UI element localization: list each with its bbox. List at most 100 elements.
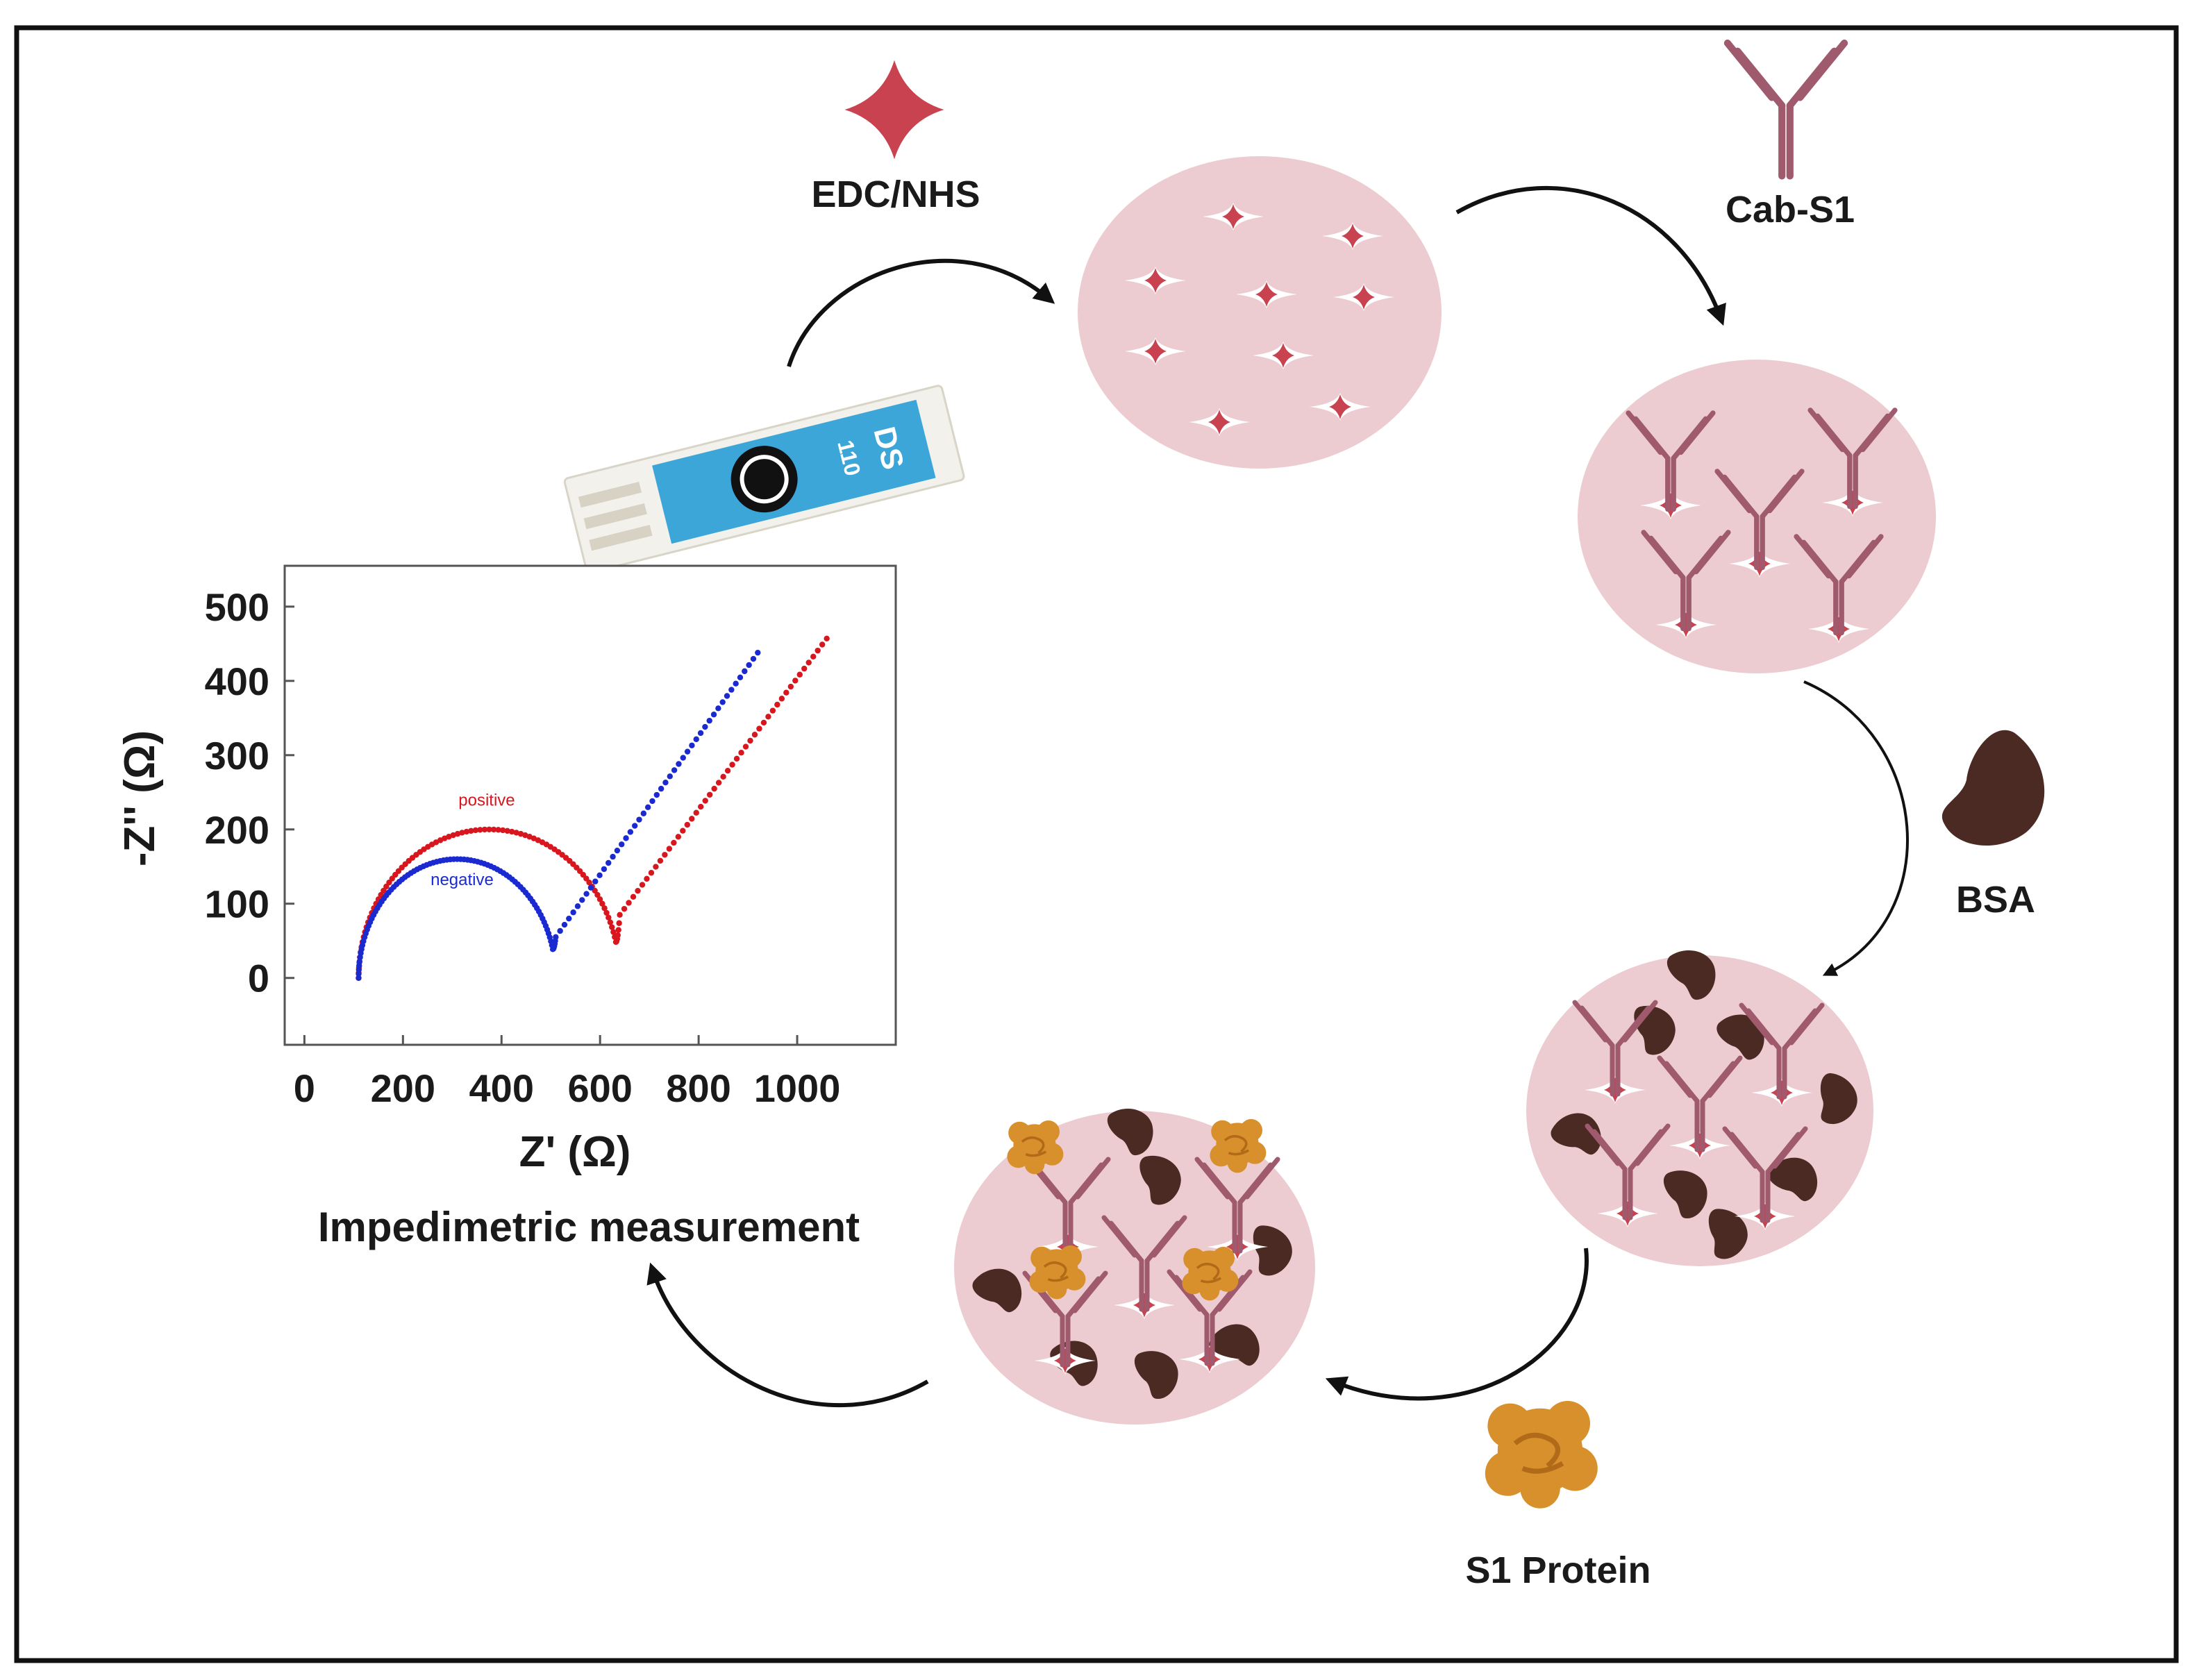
impedimetric-measurement-label: Impedimetric measurement bbox=[318, 1204, 860, 1250]
data-point bbox=[490, 826, 497, 833]
data-point bbox=[815, 647, 821, 654]
data-point bbox=[698, 803, 704, 810]
data-point bbox=[676, 761, 682, 767]
data-point bbox=[587, 884, 594, 891]
data-point bbox=[737, 674, 744, 680]
data-point bbox=[702, 723, 708, 730]
series-negative: negative bbox=[356, 649, 761, 981]
data-point bbox=[639, 882, 646, 888]
data-point bbox=[710, 712, 717, 718]
data-point bbox=[574, 903, 581, 909]
data-point bbox=[702, 798, 708, 804]
data-point bbox=[626, 900, 632, 906]
step-disc-activated bbox=[1078, 156, 1442, 469]
y-tick-label: 200 bbox=[205, 808, 269, 852]
step-disc-s1-bound bbox=[954, 1108, 1315, 1425]
data-point bbox=[356, 971, 362, 977]
data-point bbox=[603, 909, 610, 916]
x-axis-label: Z' (Ω) bbox=[519, 1128, 631, 1176]
data-point bbox=[356, 975, 362, 981]
data-point bbox=[459, 830, 465, 836]
data-point bbox=[760, 719, 767, 726]
data-point bbox=[724, 693, 730, 699]
data-point bbox=[774, 701, 780, 708]
data-point bbox=[742, 668, 748, 675]
data-point bbox=[719, 699, 726, 705]
data-point bbox=[706, 717, 712, 724]
series-label-negative: negative bbox=[431, 871, 494, 889]
series-label-positive: positive bbox=[458, 791, 515, 810]
data-point bbox=[561, 921, 568, 928]
data-point bbox=[630, 893, 637, 900]
cab-s1-label: Cab-S1 bbox=[1726, 189, 1855, 230]
data-point bbox=[697, 730, 704, 737]
data-point bbox=[819, 641, 826, 648]
data-point bbox=[468, 828, 474, 834]
y-tick-label: 300 bbox=[205, 734, 269, 778]
data-point bbox=[671, 839, 677, 846]
data-point bbox=[706, 791, 713, 798]
data-point bbox=[648, 870, 655, 876]
screen-printed-electrode-icon: DS 110 bbox=[563, 385, 965, 574]
data-point bbox=[801, 665, 808, 672]
data-point bbox=[711, 785, 717, 792]
data-point bbox=[517, 830, 524, 837]
data-point bbox=[619, 841, 625, 848]
data-point bbox=[601, 866, 608, 873]
data-point bbox=[472, 827, 479, 834]
data-point bbox=[751, 732, 758, 738]
data-point bbox=[592, 887, 598, 894]
x-tick-label: 600 bbox=[567, 1066, 632, 1110]
data-point bbox=[463, 828, 470, 835]
data-point bbox=[615, 932, 621, 939]
data-point bbox=[599, 900, 605, 907]
series-positive: positive bbox=[356, 635, 830, 981]
data-point bbox=[607, 919, 614, 925]
step-disc-bsa-blocked bbox=[1526, 950, 1873, 1266]
data-point bbox=[631, 823, 638, 829]
y-tick-label: 0 bbox=[248, 957, 269, 1000]
data-point bbox=[693, 736, 699, 743]
arrow-bsa-to-s1 bbox=[1325, 1248, 1589, 1401]
data-point bbox=[792, 678, 799, 684]
data-point bbox=[805, 660, 812, 666]
data-point bbox=[783, 689, 790, 696]
data-point bbox=[689, 816, 695, 822]
plot-series: positive negative bbox=[356, 635, 830, 981]
data-point bbox=[747, 737, 753, 744]
data-point bbox=[729, 762, 735, 768]
data-point bbox=[653, 791, 660, 798]
data-point bbox=[596, 872, 603, 879]
data-point bbox=[623, 835, 629, 841]
data-point bbox=[657, 857, 664, 864]
data-point bbox=[615, 927, 621, 933]
arrow-electrode-to-activated bbox=[787, 258, 1055, 367]
data-point bbox=[499, 827, 506, 834]
process-arrows bbox=[646, 185, 1910, 1408]
data-point bbox=[733, 755, 740, 762]
data-point bbox=[724, 767, 731, 774]
data-point bbox=[627, 829, 634, 835]
arrow-antibody-to-bsa bbox=[1803, 680, 1910, 976]
data-point bbox=[796, 671, 803, 678]
y-tick-label: 400 bbox=[205, 660, 269, 703]
data-point bbox=[609, 924, 615, 930]
data-point bbox=[662, 852, 668, 858]
data-point bbox=[662, 780, 669, 786]
data-point bbox=[675, 834, 682, 840]
data-point bbox=[666, 846, 673, 852]
data-point bbox=[746, 662, 752, 669]
data-point bbox=[640, 810, 647, 816]
data-point bbox=[610, 853, 616, 860]
data-point bbox=[586, 879, 592, 886]
arrow-activated-to-antibody bbox=[1455, 185, 1726, 326]
data-point bbox=[769, 707, 776, 714]
data-point bbox=[596, 896, 603, 902]
data-point bbox=[454, 830, 461, 837]
step-disc-antibody bbox=[1578, 360, 1936, 673]
x-tick-label: 400 bbox=[469, 1066, 534, 1110]
data-point bbox=[653, 864, 659, 870]
